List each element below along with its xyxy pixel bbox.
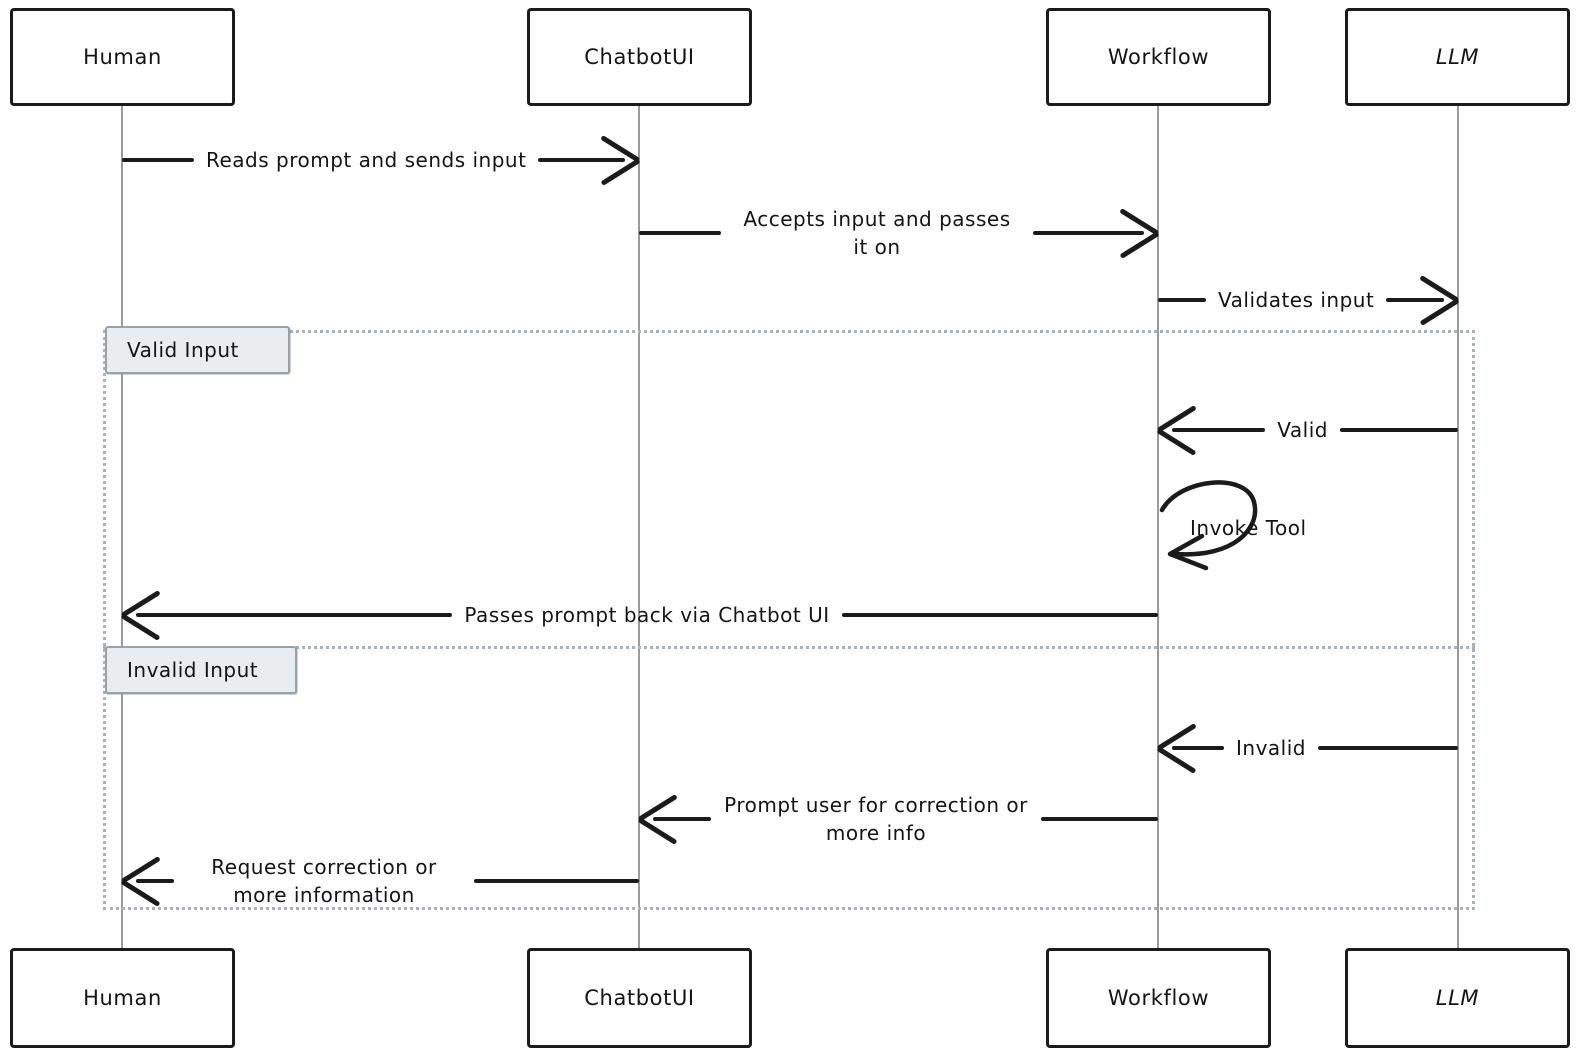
arrowhead-left-icon [1158, 410, 1202, 450]
message-label: Accepts input and passes it on [743, 206, 1011, 259]
message-prompt-user-correction: Prompt user for correction or more info [639, 790, 1158, 848]
arrow-line [136, 613, 453, 617]
message-accepts-input: Accepts input and passes it on [639, 205, 1158, 261]
actor-workflow-bottom-label: Workflow [1107, 986, 1210, 1010]
alt-section-invalid-text: Invalid Input [127, 658, 259, 682]
arrow-line [1340, 428, 1458, 432]
actor-llm-bottom-label: LLM [1435, 986, 1480, 1010]
message-label: Validates input [1218, 287, 1375, 312]
alt-section-label-invalid: Invalid Input [105, 646, 297, 694]
message-label: Reads prompt and sends input [206, 147, 527, 172]
arrowhead-right-icon [595, 140, 639, 180]
lifeline-chatbotui [638, 106, 640, 948]
arrowhead-left-icon [122, 595, 166, 635]
actor-human-bottom: Human [10, 948, 235, 1048]
message-reads-prompt: Reads prompt and sends input [122, 140, 639, 180]
arrow-line [122, 158, 194, 162]
arrow-line [841, 613, 1159, 617]
arrowhead-left-icon [639, 799, 683, 839]
arrowhead-right-icon [1414, 280, 1458, 320]
arrow-line [1172, 428, 1266, 432]
actor-workflow-top: Workflow [1046, 8, 1271, 106]
arrow-line [1033, 231, 1144, 235]
actor-chatbotui-bottom: ChatbotUI [527, 948, 752, 1048]
message-label: Prompt user for correction or more info [724, 792, 1028, 845]
arrowhead-left-icon [1167, 533, 1209, 571]
self-loop-arrow [1159, 480, 1258, 571]
arrow-line [639, 231, 721, 235]
arrow-line [1041, 817, 1158, 821]
message-label: Request correction or more information [211, 854, 437, 907]
message-request-correction: Request correction or more information [122, 852, 639, 910]
lifeline-human [121, 106, 123, 948]
actor-chatbotui-bottom-label: ChatbotUI [584, 986, 695, 1010]
arrowhead-left-icon [122, 861, 166, 901]
lifeline-workflow [1157, 106, 1159, 948]
actor-llm-bottom: LLM [1345, 948, 1570, 1048]
arrow-line [474, 879, 639, 883]
actor-human-top-label: Human [83, 45, 162, 69]
actor-human-top: Human [10, 8, 235, 106]
actor-llm-top-label: LLM [1435, 45, 1480, 69]
lifeline-llm [1457, 106, 1459, 948]
actor-human-bottom-label: Human [83, 986, 162, 1010]
message-label: Invalid [1236, 735, 1306, 760]
alt-section-valid-text: Valid Input [127, 338, 239, 362]
arrowhead-right-icon [1114, 213, 1158, 253]
alt-section-label-valid: Valid Input [105, 326, 290, 374]
message-label: Valid [1277, 417, 1328, 442]
message-invoke-tool-label: Invoke Tool [1190, 516, 1307, 540]
actor-workflow-bottom: Workflow [1046, 948, 1271, 1048]
actor-llm-top: LLM [1345, 8, 1570, 106]
alt-frame [103, 330, 1475, 910]
actor-workflow-top-label: Workflow [1107, 45, 1210, 69]
message-passes-prompt-back: Passes prompt back via Chatbot UI [122, 595, 1159, 635]
message-valid: Valid [1158, 410, 1458, 450]
message-label: Passes prompt back via Chatbot UI [464, 602, 830, 627]
actor-chatbotui-top-label: ChatbotUI [584, 45, 695, 69]
message-validates-input: Validates input [1158, 280, 1458, 320]
arrow-line [1158, 298, 1206, 302]
arrowhead-left-icon [1158, 728, 1202, 768]
message-invalid: Invalid [1158, 728, 1458, 768]
arrow-line [538, 158, 625, 162]
actor-chatbotui-top: ChatbotUI [527, 8, 752, 106]
alt-divider [103, 646, 1475, 649]
arrow-line [1317, 746, 1458, 750]
